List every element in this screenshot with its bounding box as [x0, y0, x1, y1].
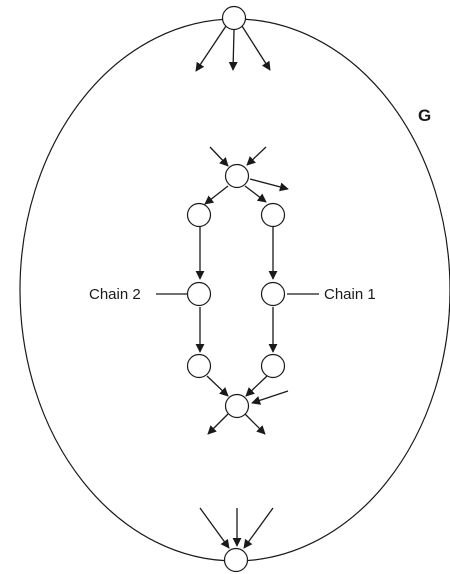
upper-hub-node [224, 163, 250, 189]
edge-arrow [243, 507, 274, 549]
top-node-outgoing-edges [195, 25, 271, 72]
edge-arrow [244, 413, 266, 435]
chain-1-node-3 [260, 353, 286, 379]
edge-arrow [244, 185, 267, 203]
upper-hub-incoming-edges [209, 146, 267, 167]
graph-label: G [418, 106, 431, 125]
edge-arrow [206, 375, 229, 397]
edge-arrow [195, 25, 227, 72]
edge-arrow [241, 25, 271, 71]
lower-hub-outgoing-edges [207, 413, 266, 435]
chain-1-label: Chain 1 [324, 286, 376, 303]
edge-arrow [251, 390, 289, 405]
top-node [221, 5, 247, 31]
chain-2-node-1 [186, 202, 212, 228]
bottom-node-incoming-edges [199, 507, 274, 549]
graph-nodes [186, 5, 286, 573]
graph-boundary [19, 18, 450, 562]
chain-1-node-1 [260, 202, 286, 228]
edge-arrow [249, 178, 289, 192]
edge-arrow [204, 185, 229, 205]
bottom-node [223, 547, 249, 573]
edge-arrow [228, 29, 238, 71]
chain-2-node-2 [186, 281, 212, 307]
edge-arrow [246, 146, 267, 166]
lower-hub-node [224, 393, 250, 419]
chain-2-label: Chain 2 [89, 286, 141, 303]
chain-edges [195, 178, 289, 405]
edge-arrow [207, 413, 229, 435]
edge-arrow [199, 507, 230, 549]
chain-1-node-2 [260, 281, 286, 307]
edge-arrow [209, 146, 229, 167]
edge-arrow [245, 375, 268, 397]
chain-2-node-3 [186, 353, 212, 379]
